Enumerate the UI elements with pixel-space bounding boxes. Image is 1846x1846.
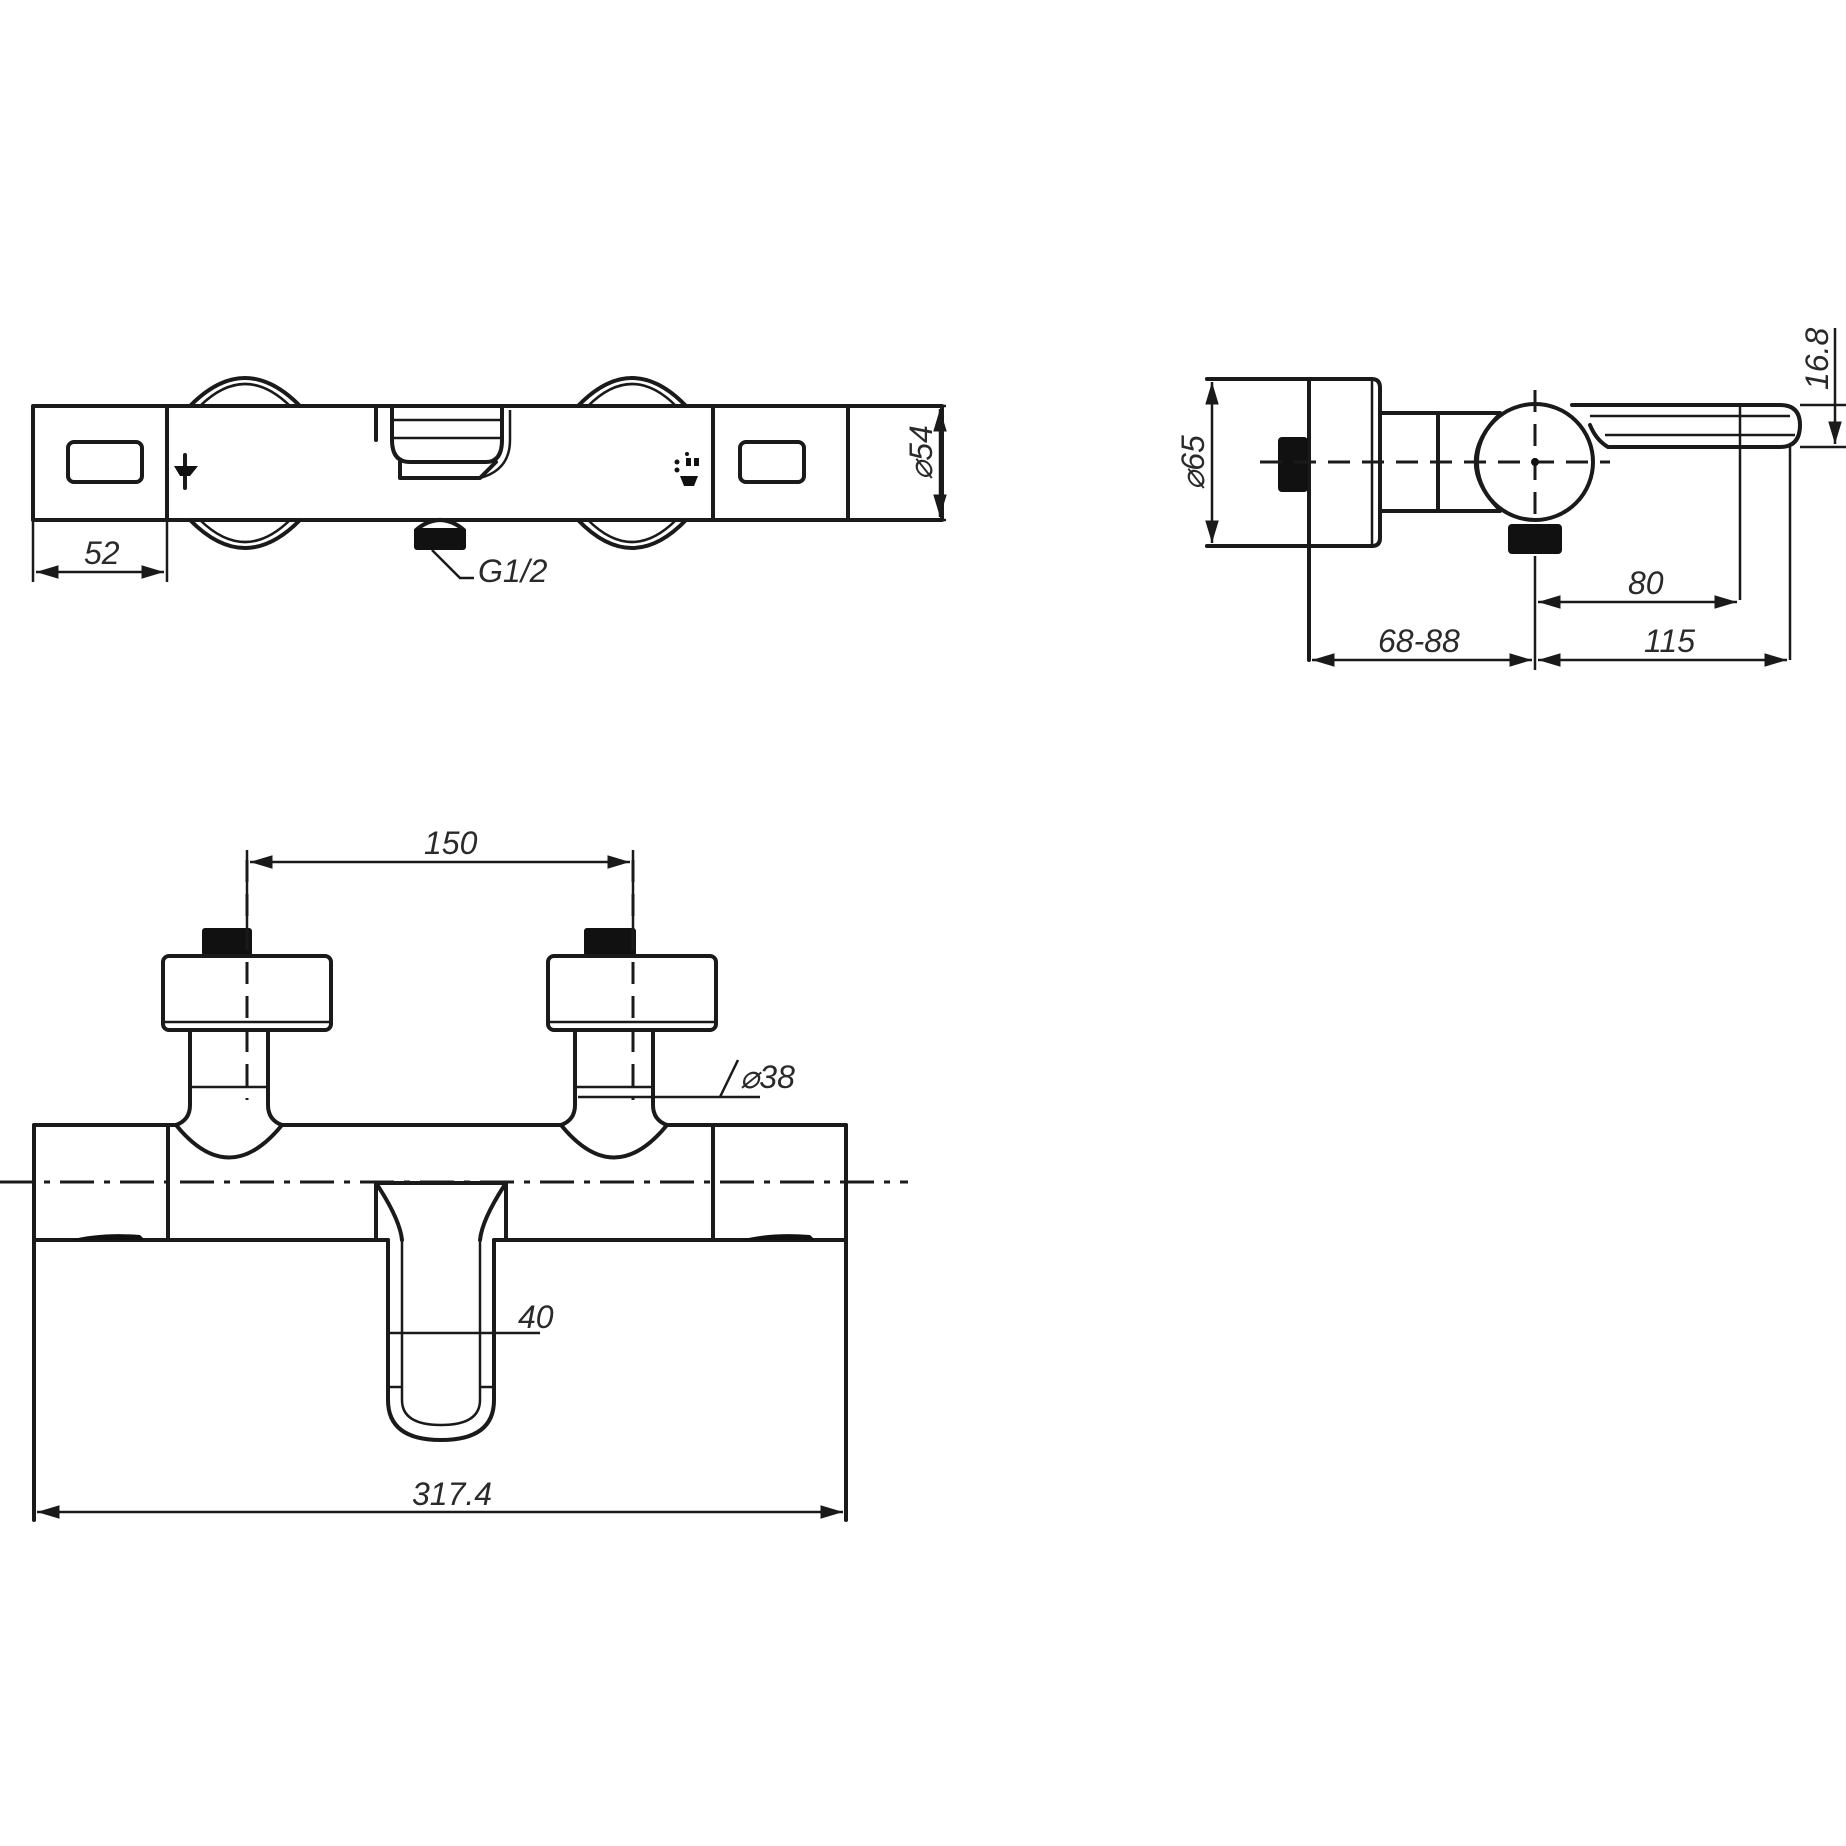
dim-52-label: 52: [84, 535, 120, 571]
left-inlet-nut: [202, 928, 252, 956]
bath-tap-icon: [174, 453, 198, 490]
dim-16-8-label: 16.8: [1799, 328, 1835, 390]
left-cap-window: [66, 440, 144, 484]
dim-115-label: 115: [1644, 623, 1695, 659]
spout-front: [374, 1181, 540, 1442]
right-knob-top-arc: [576, 376, 688, 408]
outlet-g12: [414, 528, 466, 550]
spout-top: [374, 406, 512, 480]
front-view: 150 ⌀38 40 317.4: [0, 825, 908, 1522]
dim-80-label: 80: [1628, 565, 1664, 601]
shower-icon: [674, 452, 699, 486]
side-outlet-nut: [1508, 524, 1562, 554]
dim-65-label: ⌀65: [1175, 435, 1211, 490]
right-inlet-nut: [584, 928, 636, 956]
g12-label: G1/2: [478, 553, 548, 589]
dim-68-88-label: 68-88: [1378, 623, 1460, 659]
dim-54-label: ⌀54: [903, 425, 939, 480]
top-view: 52 ⌀54 G1/2: [31, 376, 947, 589]
left-knob-top-arc: [188, 376, 302, 408]
dim-40-label: 40: [518, 1299, 554, 1335]
side-inlet-nut: [1278, 437, 1308, 492]
dim-38-label: ⌀38: [740, 1059, 795, 1095]
dim-317-4-label: 317.4: [412, 1476, 492, 1512]
side-view: ⌀65 68-88 115 80 16.8: [1175, 328, 1846, 670]
right-cap-window: [738, 440, 806, 484]
dim-150-label: 150: [424, 825, 478, 861]
